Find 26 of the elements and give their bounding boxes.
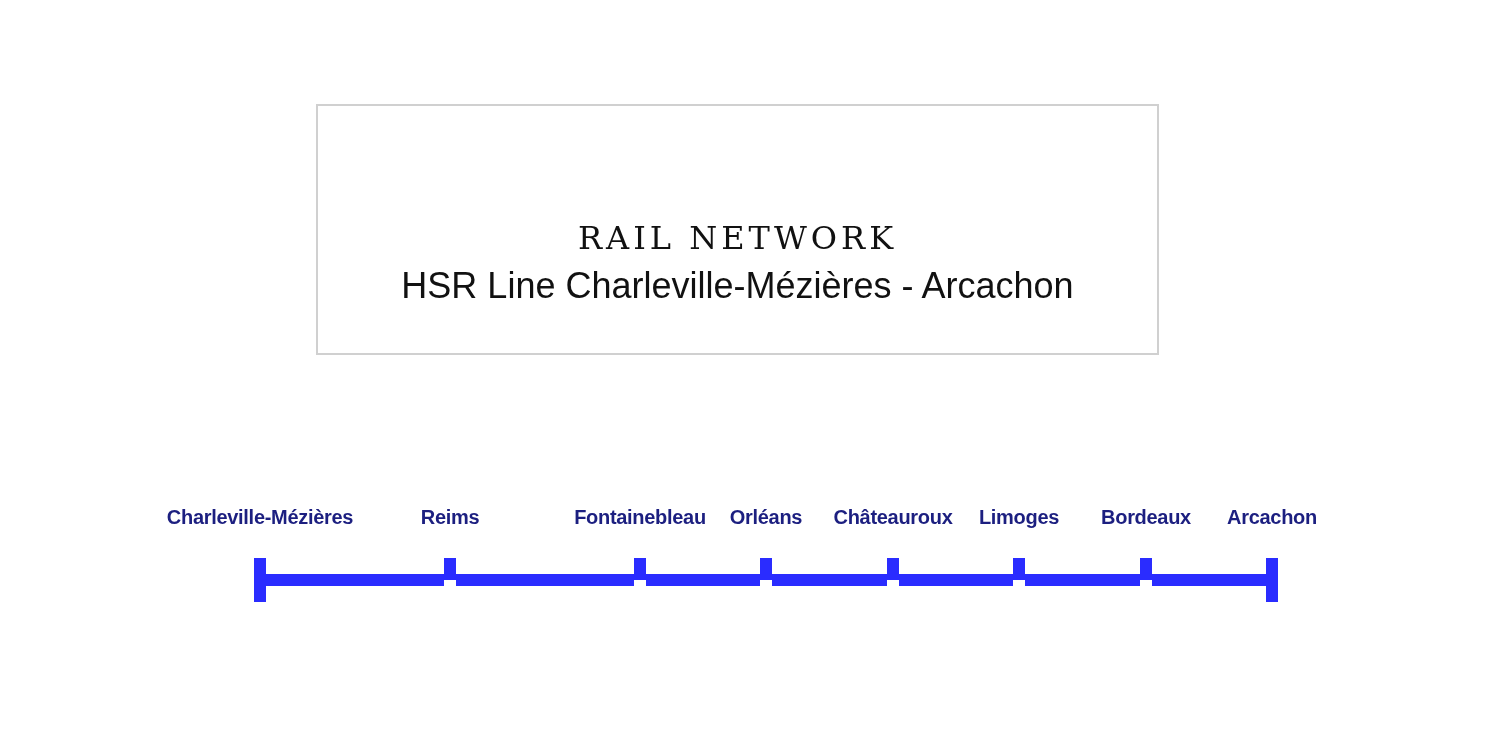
station-label: Limoges bbox=[978, 505, 1060, 530]
rail-line-segment bbox=[456, 574, 634, 586]
station-tick bbox=[760, 558, 772, 580]
station-label: Fontainebleau bbox=[574, 505, 706, 530]
end-stop-mark bbox=[1266, 558, 1278, 602]
rail-line-segment bbox=[646, 574, 760, 586]
station-label: Reims bbox=[420, 505, 480, 530]
subtitle-text: HSR Line Charleville-Mézières - Arcachon bbox=[400, 264, 1075, 308]
rail-line-segment bbox=[1025, 574, 1140, 586]
rail-line-segment bbox=[1152, 574, 1266, 586]
rail-line-segment bbox=[266, 574, 444, 586]
title-box bbox=[316, 104, 1159, 355]
station-tick bbox=[1013, 558, 1025, 580]
station-label: Charleville-Mézières bbox=[166, 505, 354, 530]
station-label: Orléans bbox=[729, 505, 803, 530]
rail-line-segment bbox=[899, 574, 1013, 586]
station-label: Châteauroux bbox=[833, 505, 953, 530]
station-tick bbox=[634, 558, 646, 580]
station-tick bbox=[444, 558, 456, 580]
end-stop-mark bbox=[254, 558, 266, 602]
station-label: Arcachon bbox=[1227, 505, 1317, 530]
station-tick bbox=[1140, 558, 1152, 580]
rail-line-segment bbox=[772, 574, 887, 586]
station-tick bbox=[887, 558, 899, 580]
title-text: RAIL NETWORK bbox=[576, 218, 899, 258]
station-label: Bordeaux bbox=[1101, 505, 1191, 530]
